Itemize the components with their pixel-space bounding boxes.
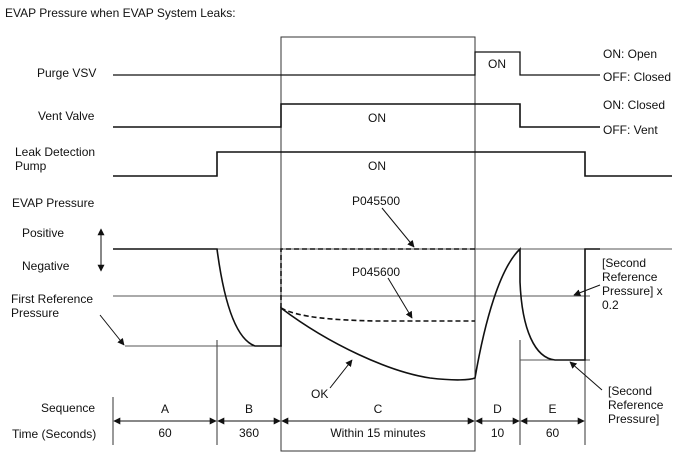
state-vent-on: ON: Closed xyxy=(603,98,666,112)
sequence-time-c: Within 15 minutes xyxy=(330,426,426,440)
purge-vsv-signal xyxy=(113,51,600,76)
second-ref-leader xyxy=(569,361,603,391)
state-purge-on: ON: Open xyxy=(603,47,658,61)
label-sequence: Sequence xyxy=(41,401,96,415)
second-ref-x02-leader xyxy=(573,284,601,297)
sequence-time-e: 60 xyxy=(545,426,560,440)
annotation-p045600: P045600 xyxy=(352,265,401,279)
p045500-leader xyxy=(381,207,415,248)
annotation-p045500: P045500 xyxy=(352,194,401,208)
state-purge-off: OFF: Closed xyxy=(603,70,672,84)
annotation-second-ref: [Second Reference Pressure] xyxy=(608,384,664,426)
ok-leader xyxy=(329,359,353,389)
vent-on-pulse-label: ON xyxy=(368,111,386,125)
label-negative: Negative xyxy=(22,259,70,273)
phase-c-box xyxy=(280,36,476,452)
annotation-second-ref-x02: [Second Reference Pressure] x 0.2 xyxy=(602,256,663,312)
evap-pressure-curve xyxy=(113,247,600,381)
purge-on-pulse-label: ON xyxy=(488,57,506,71)
pump-signal xyxy=(113,151,672,177)
state-vent-off: OFF: Vent xyxy=(603,123,658,137)
p045500-curve xyxy=(280,248,475,308)
first-ref-leader xyxy=(99,314,125,346)
sequence-time-d: 10 xyxy=(490,426,505,440)
sequence-label-c: C xyxy=(373,402,383,416)
diagram-title: EVAP Pressure when EVAP System Leaks: xyxy=(5,6,236,20)
p045600-curve xyxy=(280,307,475,322)
label-purge-vsv: Purge VSV xyxy=(37,66,97,80)
annotation-ok: OK xyxy=(311,387,329,401)
label-first-reference-pressure: First Reference Pressure xyxy=(11,292,94,320)
vent-valve-signal xyxy=(113,103,600,128)
sequence-label-d: D xyxy=(493,402,502,416)
pump-on-pulse-label: ON xyxy=(368,159,386,173)
sequence-time-a: 60 xyxy=(158,426,172,440)
label-positive: Positive xyxy=(22,226,65,240)
label-leak-detection-pump: Leak Detection Pump xyxy=(15,145,96,173)
sequence-time-b: 360 xyxy=(238,426,260,440)
label-vent-valve: Vent Valve xyxy=(38,109,95,123)
sequence-label-a: A xyxy=(160,402,170,416)
p045600-leader xyxy=(387,277,413,319)
sequence-label-b: B xyxy=(244,402,254,416)
label-time: Time (Seconds) xyxy=(12,427,97,441)
sequence-label-e: E xyxy=(548,402,557,416)
label-evap-pressure: EVAP Pressure xyxy=(12,196,95,210)
